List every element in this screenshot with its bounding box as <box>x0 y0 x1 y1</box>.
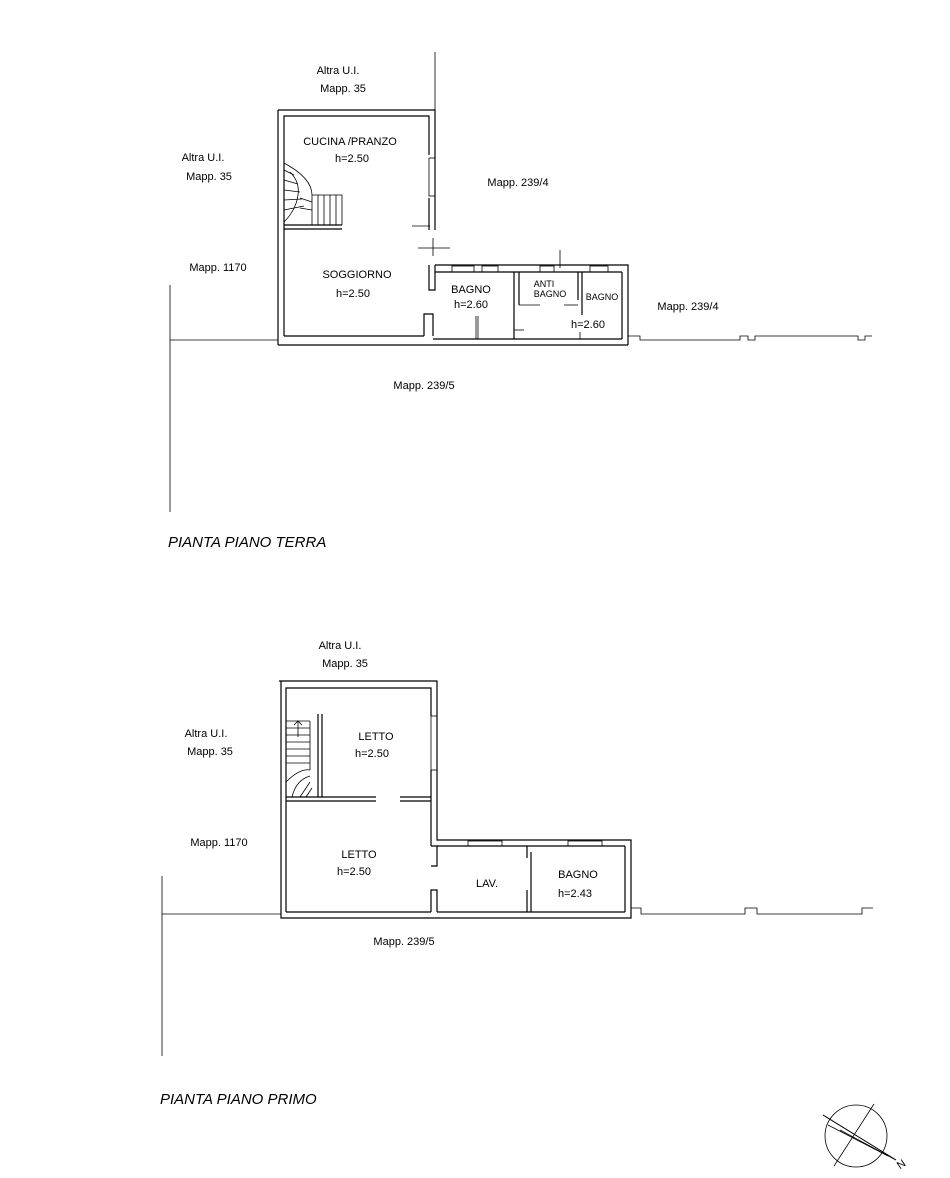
neighbor-label: Mapp. 1170 <box>190 837 247 849</box>
room-height: h=2.60 <box>571 319 605 331</box>
first-floor-plan: Altra U.I. Mapp. 35 Altra U.I. Mapp. 35 … <box>160 640 873 1108</box>
room-name: BAGNO <box>534 289 567 299</box>
room-height: h=2.60 <box>454 299 488 311</box>
neighbor-label: Mapp. 239/4 <box>487 177 548 189</box>
room-height: h=2.50 <box>337 866 371 878</box>
window <box>430 715 438 771</box>
wall <box>283 115 430 336</box>
staircase <box>285 720 313 798</box>
room-name: ANTI <box>534 279 555 289</box>
neighbor-label: Mapp. 35 <box>187 746 233 758</box>
window <box>539 265 555 273</box>
window <box>467 840 503 847</box>
room-name: BAGNO <box>558 869 598 881</box>
wall <box>435 264 629 345</box>
neighbor-label: Mapp. 1170 <box>189 262 246 274</box>
neighbor-label: Altra U.I. <box>185 728 228 740</box>
window <box>451 265 475 273</box>
wall <box>428 265 436 291</box>
wall <box>278 109 436 230</box>
wall <box>285 687 432 912</box>
wall <box>431 845 438 867</box>
room-height: h=2.43 <box>558 888 592 900</box>
room-height: h=2.50 <box>336 288 370 300</box>
window <box>567 840 603 847</box>
wall <box>423 313 434 336</box>
neighbor-label: Mapp. 35 <box>320 83 366 95</box>
room-height: h=2.50 <box>355 748 389 760</box>
boundary-line <box>628 335 872 341</box>
staircase <box>283 162 343 225</box>
neighbor-label: Mapp. 35 <box>322 658 368 670</box>
window <box>481 265 499 273</box>
north-arrow-icon: N <box>822 1103 908 1172</box>
plan-title: PIANTA PIANO TERRA <box>168 534 326 551</box>
room-name: CUCINA /PRANZO <box>303 136 397 148</box>
room-name: LAV. <box>476 878 498 890</box>
neighbor-label: Mapp. 239/5 <box>373 936 434 948</box>
compass-label: N <box>895 1158 908 1172</box>
room-name: SOGGIORNO <box>322 269 392 281</box>
room-name: LETTO <box>341 849 377 861</box>
ground-floor-plan: Altra U.I. Mapp. 35 Altra U.I. Mapp. 35 … <box>168 52 872 551</box>
neighbor-label: Altra U.I. <box>319 640 362 652</box>
neighbor-label: Mapp. 239/4 <box>657 301 718 313</box>
neighbor-label: Altra U.I. <box>317 65 360 77</box>
room-height: h=2.50 <box>335 153 369 165</box>
neighbor-label: Altra U.I. <box>182 152 225 164</box>
room-name: BAGNO <box>451 284 491 296</box>
boundary-line <box>631 907 873 915</box>
wall <box>279 680 632 919</box>
window <box>589 265 609 273</box>
wall <box>430 889 438 912</box>
room-name: BAGNO <box>586 292 619 302</box>
neighbor-label: Mapp. 239/5 <box>393 380 454 392</box>
room-name: LETTO <box>358 731 394 743</box>
neighbor-label: Mapp. 35 <box>186 171 232 183</box>
window <box>428 157 436 197</box>
plan-title: PIANTA PIANO PRIMO <box>160 1091 317 1108</box>
